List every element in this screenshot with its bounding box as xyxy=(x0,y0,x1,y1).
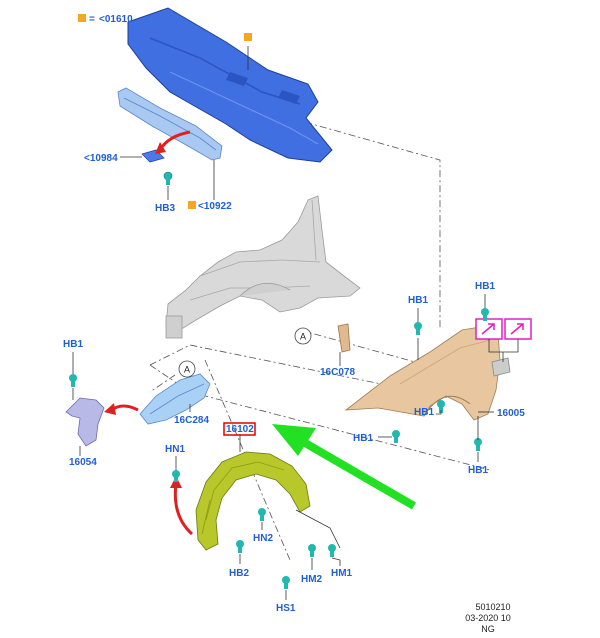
footer-line-1: 5010210 xyxy=(475,602,510,612)
clip-fastener-icon xyxy=(163,171,173,185)
callout-hn1: HN1 xyxy=(165,444,185,455)
bracket-16054-part xyxy=(65,397,105,447)
orange-square-icon xyxy=(188,201,196,209)
cowl-panel-part xyxy=(127,7,333,163)
circle-a-icon: A xyxy=(178,360,196,378)
callout-hb1-fender-a: HB1 xyxy=(414,407,434,418)
callout-hb1-fender-mid: HB1 xyxy=(408,295,428,306)
footer: 5010210 03-2020 10 NG xyxy=(465,602,511,634)
callout-hb1-left: HB1 xyxy=(63,339,83,350)
clip-fastener-icon xyxy=(308,544,316,557)
callout-10984: <10984 xyxy=(84,153,118,164)
callout-hm2: HM2 xyxy=(301,574,323,585)
callout-hm1: HM1 xyxy=(331,568,353,579)
clip-fastener-icon xyxy=(392,430,400,443)
red-arrow-bottom xyxy=(170,476,194,536)
circle-a-icon: A xyxy=(294,327,312,345)
callout-hb1-fender-b: HB1 xyxy=(353,433,373,444)
callout-hn2: HN2 xyxy=(253,533,273,544)
clip-fastener-icon xyxy=(236,540,244,553)
body-shell-part xyxy=(165,195,361,339)
callout-10922: <10922 xyxy=(198,201,232,212)
leader-lines xyxy=(72,46,494,600)
section-mark-top: A xyxy=(300,332,306,342)
magenta-arrow-box-icon xyxy=(475,318,532,362)
clip-fastener-icon xyxy=(414,322,422,335)
clip-fastener-icon xyxy=(328,544,336,557)
callout-hb1-fender-bottom: HB1 xyxy=(468,465,488,476)
orange-square-icon xyxy=(244,33,252,41)
clip-fastener-icon xyxy=(282,576,290,589)
clip-fastener-icon xyxy=(481,308,489,321)
footer-line-2: 03-2020 10 xyxy=(465,613,511,623)
assembly-lines xyxy=(149,109,491,561)
callout-16054: 16054 xyxy=(69,457,97,468)
callout-hb3: HB3 xyxy=(155,203,175,214)
clip-fastener-icon xyxy=(258,508,266,521)
callout-hb2: HB2 xyxy=(229,568,249,579)
highlight-box xyxy=(223,422,256,436)
footer-line-3: NG xyxy=(481,624,495,634)
red-arrow-top xyxy=(155,130,191,154)
cowl-bracket-part xyxy=(117,87,223,161)
clip-fastener-icon xyxy=(474,438,482,451)
callout-16005: 16005 xyxy=(497,408,525,419)
red-arrow-left xyxy=(104,403,139,415)
orange-square-icon xyxy=(78,14,86,22)
callout-16c078: 16C078 xyxy=(320,367,355,378)
legend-part-ref: <01610 xyxy=(99,14,133,25)
green-arrow xyxy=(272,424,417,510)
section-mark-bottom: A xyxy=(184,365,190,375)
clip-fastener-icon xyxy=(69,374,77,387)
fender-part xyxy=(344,325,501,421)
callout-16c284: 16C284 xyxy=(174,415,209,426)
labels: = <01610 <10984 HB3 <10922 HB1 HB1 HB1 1… xyxy=(63,14,525,614)
bracket-16c284-part xyxy=(139,373,211,425)
small-bracket-16c078 xyxy=(337,323,351,353)
callout-hs1: HS1 xyxy=(276,603,296,614)
legend-eq: = xyxy=(89,14,95,25)
callout-16102: 16102 xyxy=(226,424,254,435)
clips xyxy=(69,308,489,589)
clip-fastener-icon xyxy=(172,470,180,482)
callout-hb1-fender-top: HB1 xyxy=(475,281,495,292)
